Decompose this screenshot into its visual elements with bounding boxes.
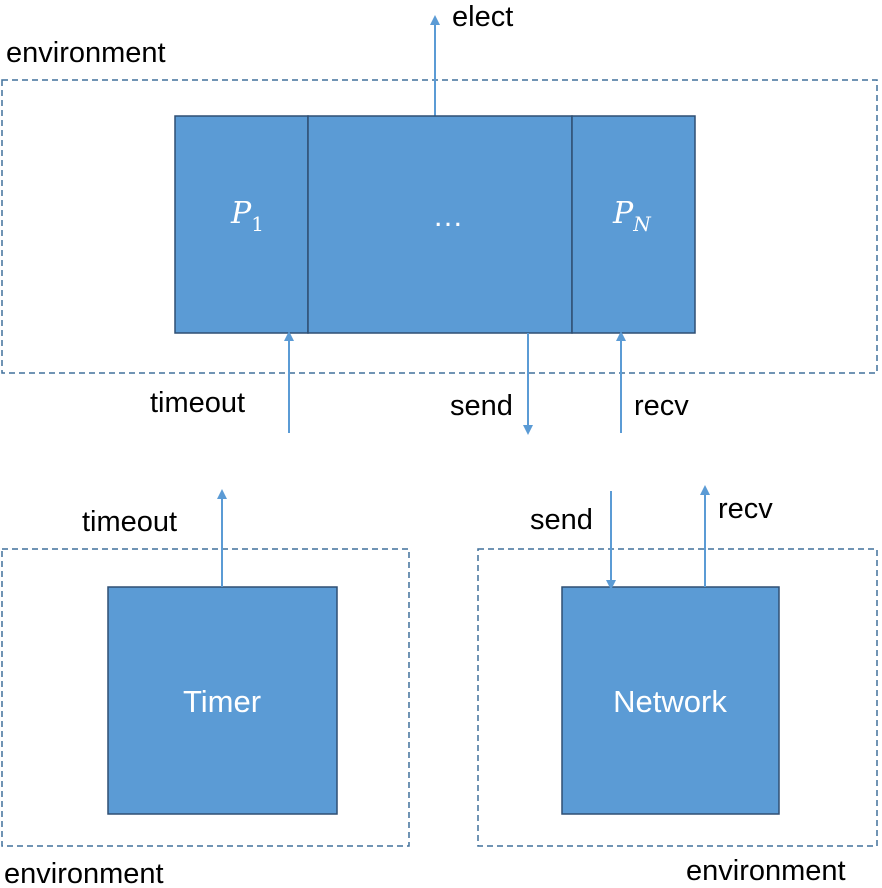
process-middle-label: … [433, 198, 464, 233]
process-group: P1 … PN [174, 115, 696, 334]
timer-box-label: Timer [183, 684, 261, 719]
top-environment-border [1, 79, 878, 374]
network-box-label: Network [613, 684, 727, 719]
elect-label: elect [452, 1, 513, 33]
process-first-label: P1 [230, 196, 264, 236]
timer-environment-label: environment [4, 858, 164, 888]
top-environment-label: environment [6, 37, 166, 69]
process-box-last [571, 115, 696, 334]
process-last-label: PN [612, 196, 652, 236]
network-environment-border [477, 548, 878, 847]
process-box-middle [307, 115, 573, 334]
top-send-label: send [450, 390, 513, 422]
network-environment-label: environment [686, 855, 846, 887]
network-box [561, 586, 780, 815]
timer-environment-border [1, 548, 410, 847]
top-recv-label: recv [634, 390, 689, 422]
network-send-label: send [530, 504, 593, 536]
network-recv-label: recv [718, 493, 773, 525]
timer-timeout-label: timeout [82, 506, 177, 538]
top-timeout-label: timeout [150, 387, 245, 419]
